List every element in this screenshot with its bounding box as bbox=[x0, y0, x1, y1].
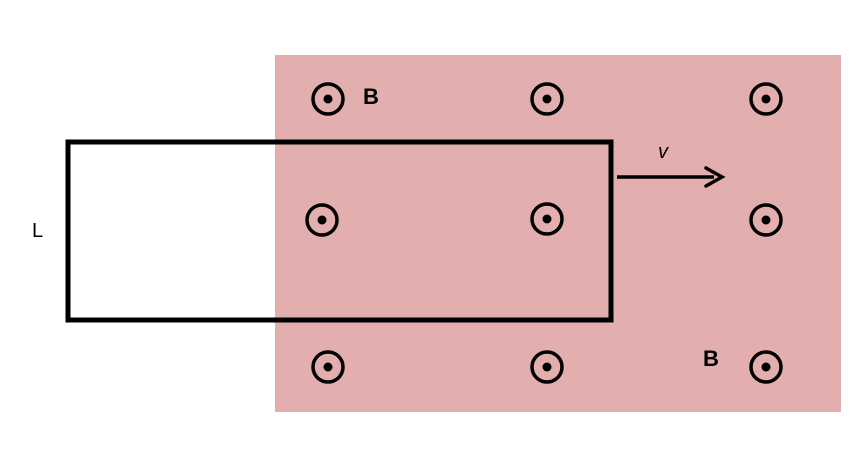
field-out-of-page-icon bbox=[305, 203, 339, 237]
field-out-of-page-icon bbox=[749, 350, 783, 384]
length-label: L bbox=[32, 220, 43, 242]
field-out-of-page-icon bbox=[311, 350, 345, 384]
conducting-loop bbox=[65, 139, 614, 323]
field-out-of-page-icon bbox=[530, 350, 564, 384]
field-out-of-page-icon bbox=[749, 82, 783, 116]
field-out-of-page-icon bbox=[311, 82, 345, 116]
field-symbols bbox=[305, 82, 783, 384]
field-label-bottom: B bbox=[703, 346, 719, 371]
field-out-of-page-icon bbox=[530, 202, 564, 236]
field-label-top: B bbox=[363, 84, 379, 109]
field-out-of-page-icon bbox=[530, 82, 564, 116]
field-out-of-page-icon bbox=[749, 203, 783, 237]
velocity-arrow-icon bbox=[617, 166, 726, 188]
velocity-label: v bbox=[658, 141, 669, 163]
magnetic-field-region bbox=[275, 55, 841, 412]
